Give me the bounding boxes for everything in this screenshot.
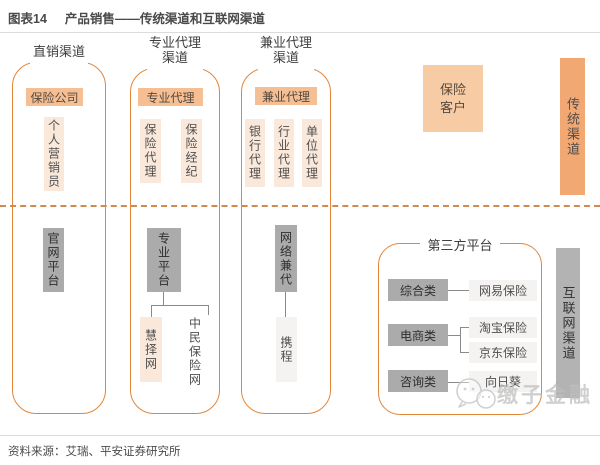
customer-label: 保险客户 (439, 81, 466, 115)
site-label: 慧择网 (143, 328, 158, 371)
third-party-panel: 第三方平台 (378, 238, 542, 415)
source-text: 资料来源：艾瑞、平安证券研究所 (8, 446, 181, 458)
category-label: 咨询类 (399, 374, 436, 389)
wechat-icon (453, 376, 501, 417)
channel-title-professional: 专业代理渠道 (148, 35, 201, 65)
chart-title: 产品销售——传统渠道和互联网渠道 (64, 12, 265, 26)
watermark-text: 缴子金融 (497, 384, 593, 407)
internet-channel-label: 互联网渠道 (560, 285, 576, 361)
category-box-consulting: 咨询类 (388, 370, 448, 392)
head-box-insurance-company: 保险公司 (26, 88, 83, 106)
connector-line (448, 335, 460, 336)
platform-label: 专业平台 (156, 232, 171, 288)
platform-label: 官网平台 (46, 232, 60, 288)
site-label: 淘宝保险 (478, 321, 527, 335)
head-box-professional-agency: 专业代理 (138, 88, 203, 106)
sub-label: 单位代理 (304, 125, 319, 181)
site-label: 携程 (279, 335, 293, 364)
connector-line (448, 382, 469, 383)
sub-label: 行业代理 (276, 125, 291, 181)
border-gap (29, 60, 89, 66)
connector-line (460, 327, 461, 353)
connector-line (285, 292, 286, 317)
border-gap (146, 66, 204, 72)
connector-line (208, 305, 209, 315)
channel-box-parttime: 兼业代理渠道 (241, 35, 331, 414)
category-box-comprehensive: 综合类 (388, 279, 448, 301)
sub-box-insurance-agent: 保险代理 (140, 119, 161, 183)
figure-label: 图表14 (8, 12, 47, 26)
connector-line (460, 327, 469, 328)
connector-line (163, 292, 164, 305)
customer-box: 保险客户 (423, 65, 483, 132)
footer-divider (0, 435, 600, 436)
head-label: 保险公司 (30, 90, 79, 105)
platform-box-official-site: 官网平台 (43, 228, 64, 292)
third-party-title: 第三方平台 (379, 235, 541, 254)
channel-box-direct: 直销渠道 (12, 44, 106, 414)
connector-line (448, 290, 469, 291)
head-label: 专业代理 (146, 90, 195, 105)
sub-label: 保险代理 (143, 123, 157, 179)
site-label-zhongmin: 中民保险网 (184, 313, 206, 391)
header-divider (0, 32, 600, 33)
platform-box-network-agency: 网络兼代 (275, 225, 297, 292)
separator-dashed-line (0, 205, 600, 207)
platform-box-professional: 专业平台 (147, 228, 181, 292)
channel-title-direct: 直销渠道 (32, 44, 85, 59)
connector-line (460, 352, 469, 353)
category-label: 综合类 (399, 283, 436, 298)
site-box-sunflower: 向日葵 (469, 371, 537, 392)
sub-label: 银行代理 (247, 125, 262, 181)
site-box-taobao: 淘宝保险 (469, 317, 537, 338)
site-label: 京东保险 (478, 346, 527, 360)
category-label: 电商类 (399, 328, 436, 343)
border-gap (257, 66, 315, 72)
site-label: 中民保险网 (187, 317, 202, 387)
site-box-huize: 慧择网 (140, 317, 162, 382)
head-label: 兼业代理 (261, 89, 310, 104)
chart-header: 图表14 产品销售——传统渠道和互联网渠道 (8, 8, 265, 27)
sub-box-industry-agent: 行业代理 (274, 119, 294, 187)
sub-box-unit-agent: 单位代理 (302, 119, 322, 187)
site-label: 网易保险 (478, 284, 527, 298)
site-box-ctrip: 携程 (276, 317, 297, 382)
channel-title-parttime: 兼业代理渠道 (259, 35, 312, 65)
connector-line (151, 305, 152, 317)
site-box-netease: 网易保险 (469, 280, 537, 301)
sub-box-bank-agent: 银行代理 (245, 119, 265, 187)
connector-line (151, 305, 209, 306)
sub-box-personal-agent: 个人营销员 (44, 117, 64, 191)
traditional-channel-label: 传统渠道 (565, 96, 580, 157)
head-box-parttime-agency: 兼业代理 (255, 87, 317, 105)
sub-label: 保险经纪 (184, 123, 198, 179)
category-box-ecommerce: 电商类 (388, 324, 448, 346)
internet-channel-bar: 互联网渠道 (556, 248, 580, 398)
site-box-jd: 京东保险 (469, 342, 537, 363)
traditional-channel-bar: 传统渠道 (560, 58, 585, 195)
site-label: 向日葵 (484, 375, 521, 389)
channel-box-professional: 专业代理渠道 (130, 35, 220, 414)
sub-box-insurance-broker: 保险经纪 (181, 119, 202, 183)
sub-label: 个人营销员 (46, 119, 61, 189)
platform-label: 网络兼代 (278, 230, 293, 287)
